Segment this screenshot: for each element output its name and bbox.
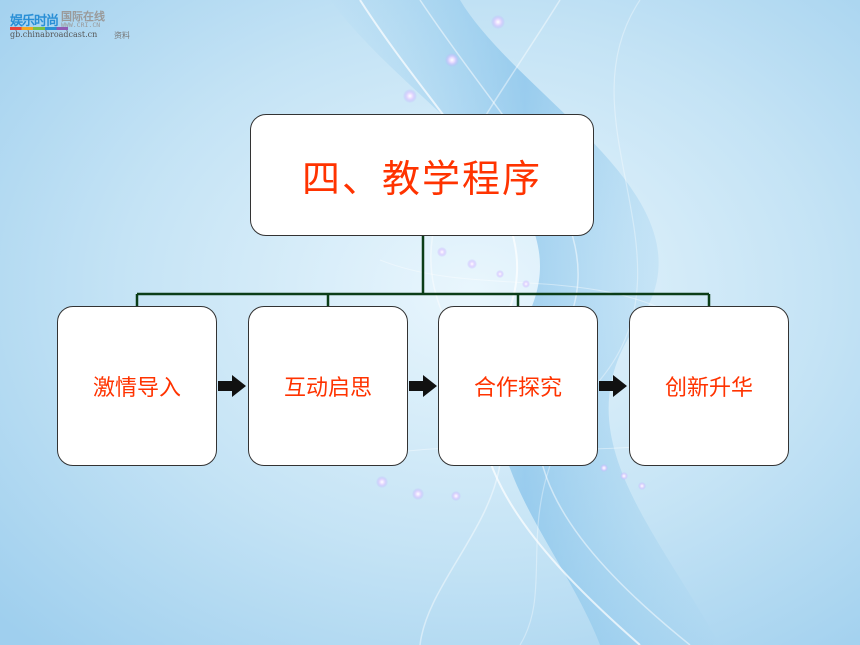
logo-color-stripes: [10, 27, 68, 30]
flow-arrow-3: [599, 375, 627, 397]
cri-logo: 娱乐时尚 国际在线 WWW.CRI.CN gb.chinabroadcast.c…: [10, 10, 130, 52]
logo-cri-en: WWW.CRI.CN: [61, 20, 101, 29]
logo-cri-mark: 国际在线 WWW.CRI.CN: [61, 11, 105, 29]
flow-arrow-1: [218, 375, 246, 397]
flow-arrow-2: [409, 375, 437, 397]
logo-cri-cn: 国际在线: [61, 9, 106, 23]
step-label-2: 互动启思: [283, 376, 372, 401]
step-label-3: 合作探究: [473, 376, 562, 401]
title-box: 四、教学程序: [250, 114, 594, 236]
logo-ziliao: 资料: [114, 31, 130, 40]
step-box-3: 合作探究: [438, 306, 598, 466]
diagram-title: 四、教学程序: [301, 156, 542, 201]
logo-brand-text: 娱乐时尚: [10, 14, 59, 29]
step-box-2: 互动启思: [248, 306, 408, 466]
step-label-4: 创新升华: [664, 376, 753, 401]
step-box-4: 创新升华: [629, 306, 789, 466]
step-label-1: 激情导入: [92, 376, 181, 401]
logo-domain: gb.chinabroadcast.cn: [10, 30, 98, 39]
step-box-1: 激情导入: [57, 306, 217, 466]
